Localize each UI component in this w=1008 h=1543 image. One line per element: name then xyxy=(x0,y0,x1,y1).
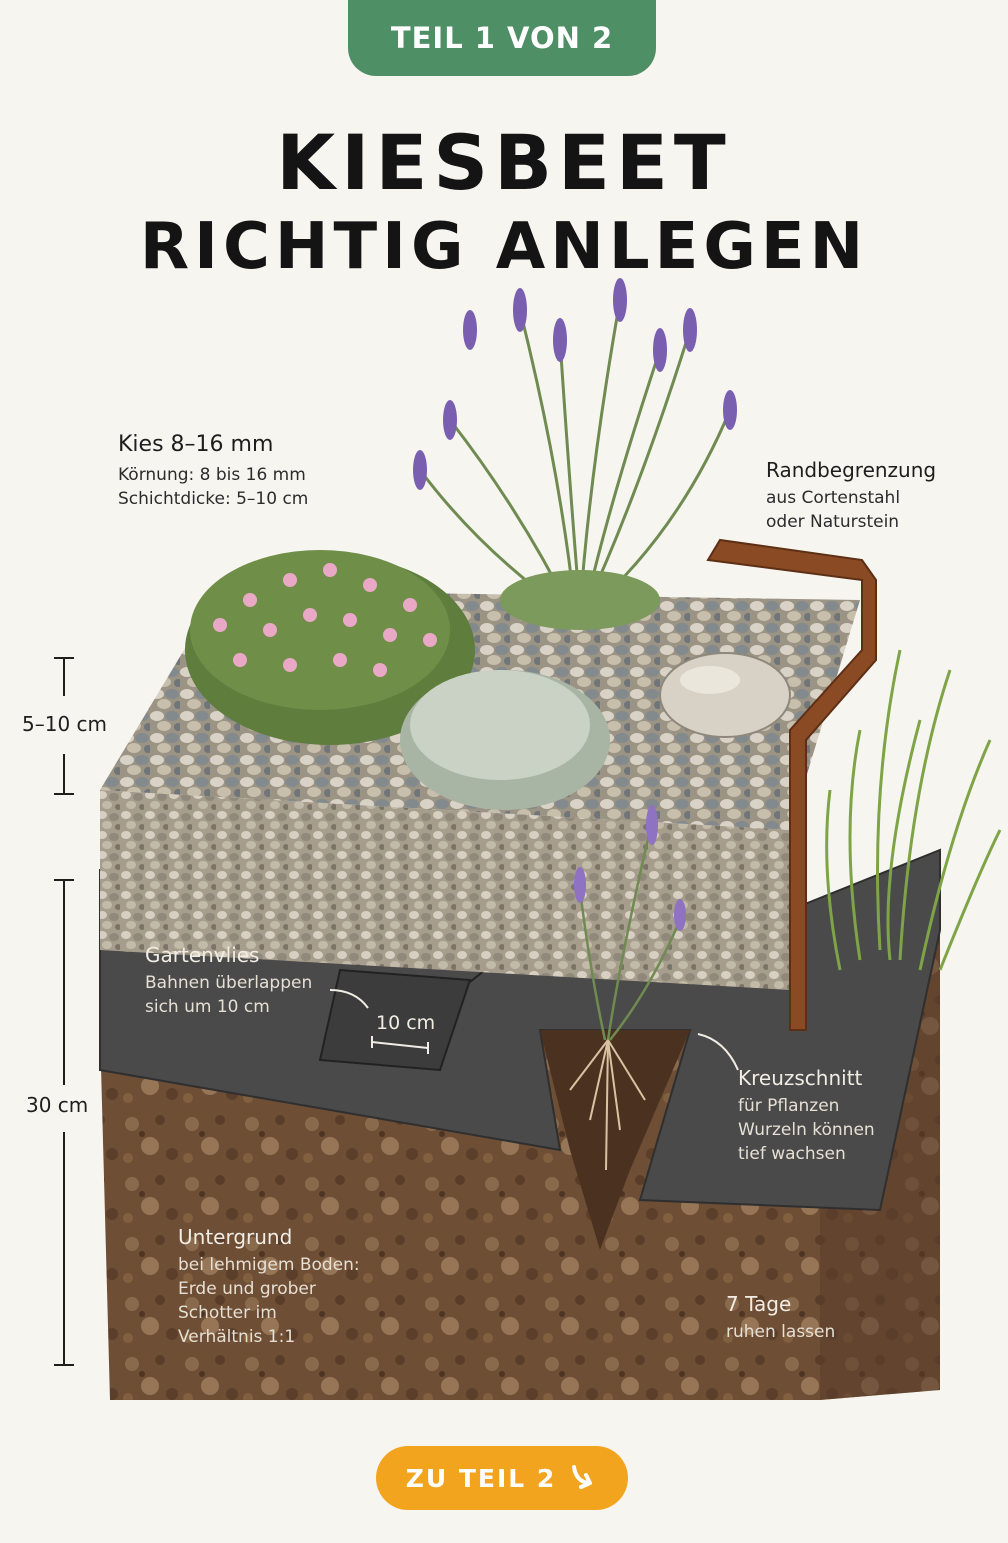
page-title-line1: KIESBEET xyxy=(276,118,732,207)
gravel-label-title: Kies 8–16 mm xyxy=(118,432,274,457)
cross-cut-label-line1: für Pflanzen xyxy=(738,1096,840,1116)
overlap-measure-value: 10 cm xyxy=(376,1012,436,1034)
rest-label-line1: ruhen lassen xyxy=(726,1322,836,1342)
subsoil-label: Untergrund bei lehmigem Boden: Erde und … xyxy=(178,1225,360,1349)
edging-label: Randbegrenzung aus Cortenstahl oder Natu… xyxy=(766,458,936,534)
subsoil-label-line1: bei lehmigem Boden: xyxy=(178,1255,360,1275)
part-badge: TEIL 1 VON 2 xyxy=(348,0,656,76)
fleece-label-title: Gartenvlies xyxy=(145,943,260,967)
cross-cut-label: Kreuzschnitt für Pflanzen Wurzeln können… xyxy=(738,1066,875,1166)
edging-label-title: Randbegrenzung xyxy=(766,458,937,482)
subsoil-label-line2: Erde und grober xyxy=(178,1279,316,1299)
cross-cut-label-title: Kreuzschnitt xyxy=(738,1066,863,1090)
cross-cut-label-line3: tief wachsen xyxy=(738,1144,846,1164)
fleece-label-line1: Bahnen überlappen xyxy=(145,973,313,993)
page-title-line2: RICHTIG ANLEGEN xyxy=(139,210,869,284)
gravel-bed-cross-section-illustration xyxy=(54,278,1002,1400)
fleece-label: Gartenvlies Bahnen überlappen sich um 10… xyxy=(145,943,312,1019)
rest-label: 7 Tage ruhen lassen xyxy=(726,1292,835,1344)
fleece-label-line2: sich um 10 cm xyxy=(145,997,270,1017)
next-part-button[interactable]: ZU TEIL 2 xyxy=(376,1446,628,1510)
overlap-measure-label: 10 cm xyxy=(376,1012,435,1034)
arrow-down-right-icon xyxy=(572,1465,593,1489)
cross-cut-label-line2: Wurzeln können xyxy=(738,1120,875,1140)
edging-label-line2: oder Naturstein xyxy=(766,512,900,532)
part-badge-label: TEIL 1 VON 2 xyxy=(390,21,614,55)
subsoil-label-line4: Verhältnis 1:1 xyxy=(178,1327,296,1347)
subsoil-label-line3: Schotter im xyxy=(178,1303,277,1323)
edging-label-line1: aus Cortenstahl xyxy=(766,488,901,508)
subsoil-label-title: Untergrund xyxy=(178,1225,293,1249)
gravel-label-line1: Körnung: 8 bis 16 mm xyxy=(118,465,306,485)
subsoil-depth-label: 30 cm xyxy=(26,1093,89,1117)
gravel-depth-label: 5–10 cm xyxy=(22,712,108,736)
gravel-label-line2: Schichtdicke: 5–10 cm xyxy=(118,489,309,509)
gravel-label: Kies 8–16 mm Körnung: 8 bis 16 mm Schich… xyxy=(118,432,308,511)
next-part-button-label: ZU TEIL 2 xyxy=(405,1463,557,1493)
rest-label-title: 7 Tage xyxy=(726,1292,792,1316)
